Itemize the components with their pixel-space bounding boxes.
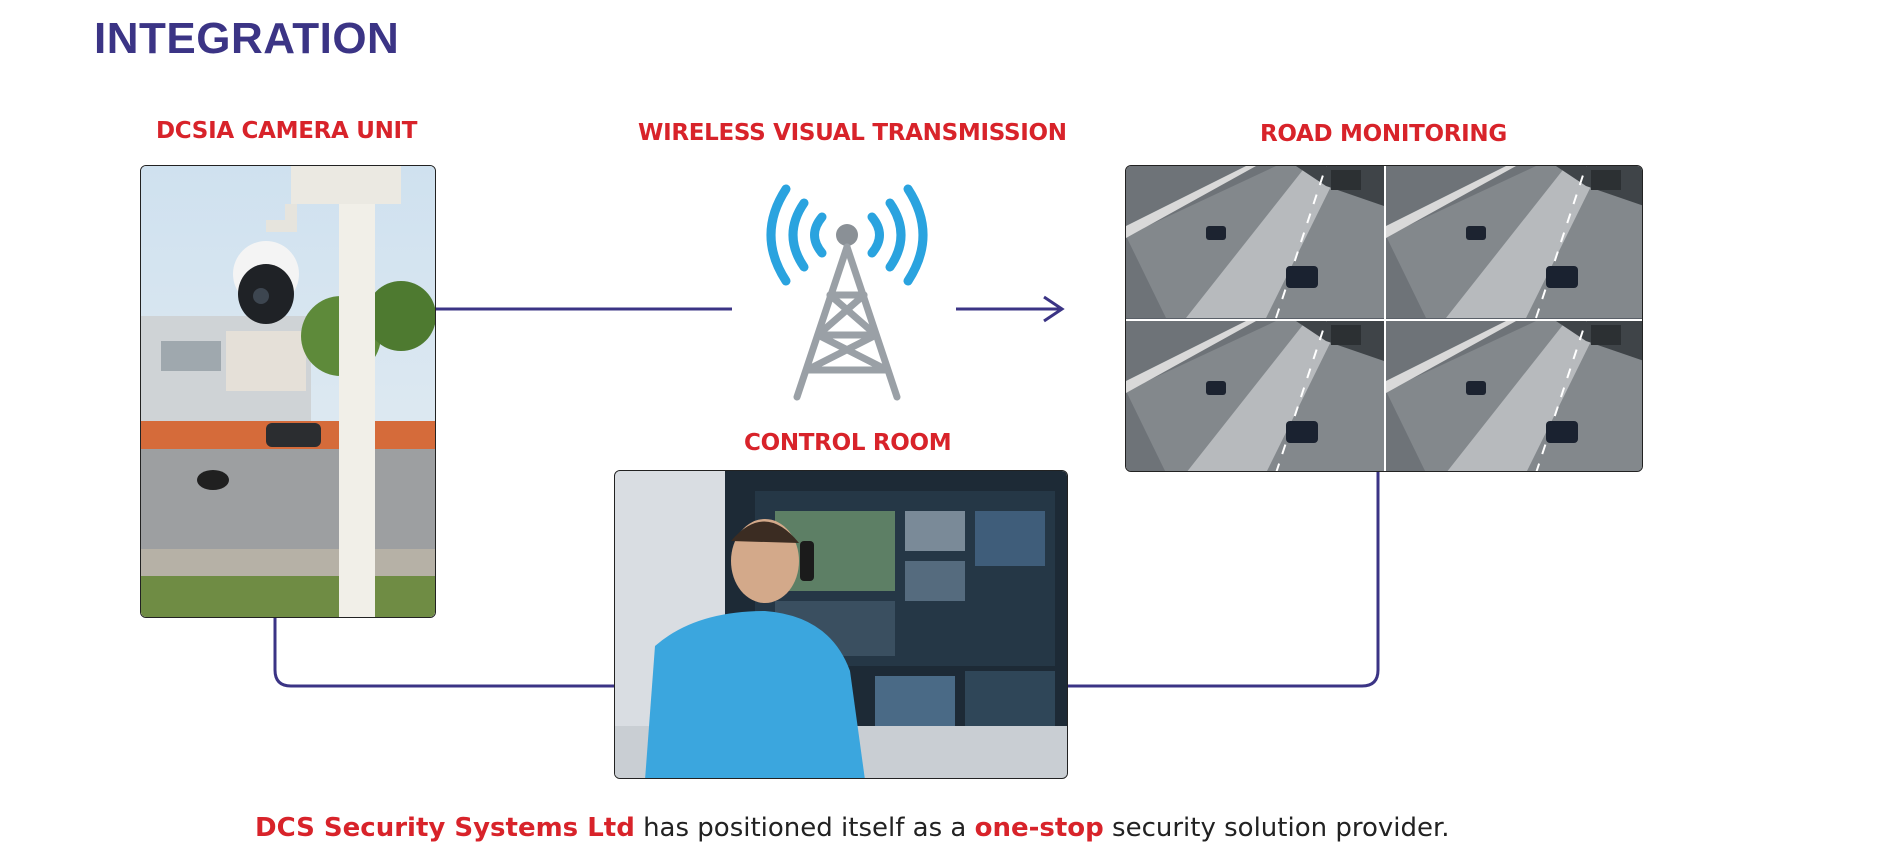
- footer-company: DCS Security Systems Ltd: [255, 813, 635, 843]
- road-to-control-line: [1068, 472, 1380, 688]
- road-monitoring-label: ROAD MONITORING: [1260, 121, 1507, 147]
- wireless-transmission-label: WIRELESS VISUAL TRANSMISSION: [638, 120, 1067, 146]
- camera-scene: [141, 166, 435, 617]
- road-monitoring-grid: [1126, 166, 1642, 471]
- camera-unit-label: DCSIA CAMERA UNIT: [156, 118, 418, 144]
- camera-to-control-line: [273, 618, 614, 688]
- camera-unit-photo: [140, 165, 436, 618]
- control-room-scene: [615, 471, 1067, 778]
- control-room-photo: [614, 470, 1068, 779]
- arrow-head: [1043, 295, 1065, 323]
- page-title: INTEGRATION: [94, 14, 400, 63]
- footer-text-1: has positioned itself as a: [634, 813, 975, 843]
- road-monitoring-photo: [1125, 165, 1643, 472]
- footer-highlight: one-stop: [974, 813, 1104, 843]
- wireless-tower-icon: [752, 175, 942, 405]
- control-room-label: CONTROL ROOM: [744, 430, 952, 456]
- footer-text-2: security solution provider.: [1103, 813, 1450, 843]
